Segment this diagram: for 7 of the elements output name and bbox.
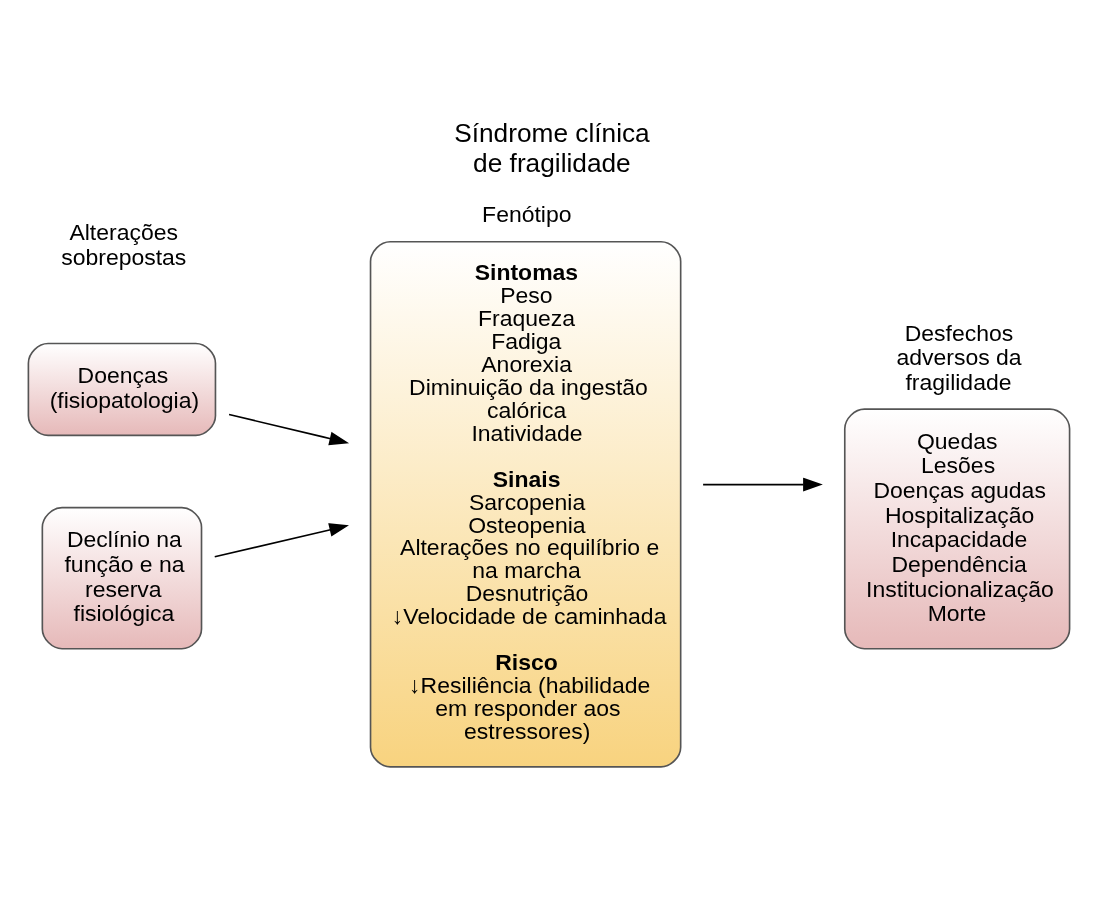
node-label: Desfechos adversos da fragilidade (896, 319, 1022, 395)
label: Alterações sobrepostas (61, 219, 187, 271)
arrow (702, 477, 823, 492)
arrow (228, 413, 350, 446)
diagram-title: Síndrome clínica de fragilidade (454, 118, 650, 178)
arrow (213, 523, 349, 558)
node-label: Fenótipo (482, 201, 572, 228)
